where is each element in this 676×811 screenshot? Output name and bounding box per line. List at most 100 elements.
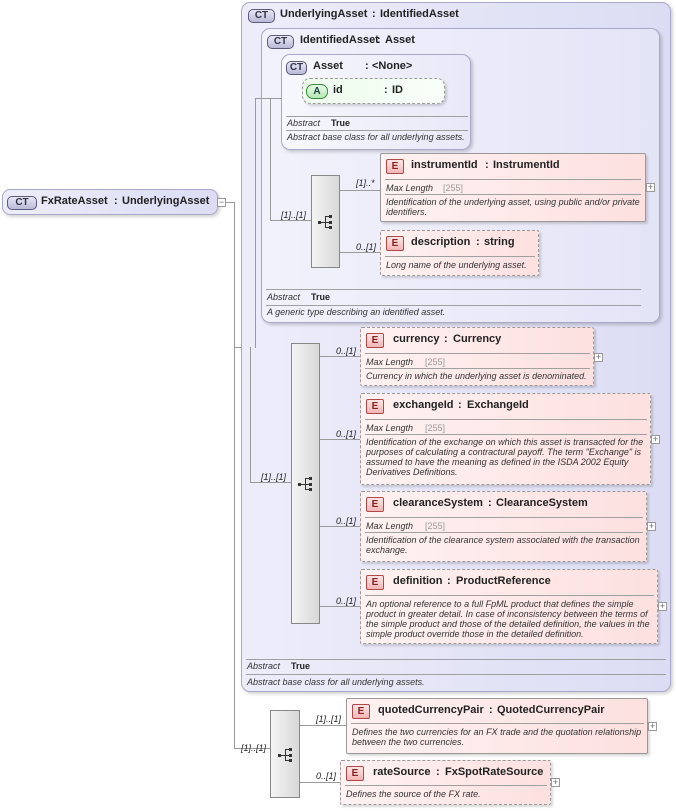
element-currency[interactable]: E currency : Currency Max Length [255] C… xyxy=(360,327,594,386)
element-icon: E xyxy=(366,333,384,348)
sequence-compositor[interactable] xyxy=(311,175,340,268)
abstract-label: Abstract xyxy=(267,292,301,302)
facet-value: [255] xyxy=(443,183,464,193)
facet-label: Max Length xyxy=(366,423,414,433)
root-name: FxRateAsset xyxy=(41,195,108,207)
divider xyxy=(286,130,468,131)
facet-value: [255] xyxy=(425,357,446,367)
element-icon: E xyxy=(386,236,404,251)
element-desc-text: Long name of the underlying asset. xyxy=(386,260,527,270)
element-name: currency xyxy=(393,333,440,345)
element-description: Defines the source of the FX rate. xyxy=(346,789,481,799)
divider xyxy=(365,368,590,369)
type-separator: : xyxy=(458,399,462,411)
element-multiplicity: 0..[1] xyxy=(336,596,357,606)
expand-icon[interactable]: + xyxy=(551,777,560,787)
element-icon: E xyxy=(366,497,384,512)
connector-line xyxy=(234,748,270,749)
element-multiplicity: 0..[1] xyxy=(336,346,357,356)
element-multiplicity: 0..[1] xyxy=(336,516,357,526)
facet-label: Max Length xyxy=(366,521,414,531)
element-type: ClearanceSystem xyxy=(496,497,588,509)
asset-base-type: <None> xyxy=(372,60,413,72)
expand-icon[interactable]: + xyxy=(651,434,660,444)
element-clearancesystem[interactable]: E clearanceSystem : ClearanceSystem Max … xyxy=(360,491,647,562)
abstract-label: Abstract xyxy=(247,661,281,671)
element-multiplicity: [1]..* xyxy=(356,178,375,188)
element-name: quotedCurrencyPair xyxy=(378,704,484,716)
root-complex-type[interactable]: CT FxRateAsset : UnderlyingAsset xyxy=(2,189,218,215)
type-separator: : xyxy=(485,159,489,171)
connector-line xyxy=(218,202,234,203)
type-separator: : xyxy=(384,84,388,96)
element-multiplicity: [1]..[1] xyxy=(316,714,342,724)
element-icon: E xyxy=(386,159,404,174)
underlying-asset-name: UnderlyingAsset xyxy=(280,8,368,20)
type-separator: : xyxy=(372,8,376,20)
connector-line xyxy=(320,526,360,527)
element-description: Identification of the exchange on which … xyxy=(366,437,644,477)
element-name: description xyxy=(411,236,471,248)
expand-icon[interactable]: + xyxy=(648,721,657,731)
identified-asset-name: IdentifiedAsset xyxy=(300,34,379,46)
expand-icon[interactable]: + xyxy=(647,521,656,531)
type-separator: : xyxy=(444,333,448,345)
attribute-name: id xyxy=(333,84,343,96)
element-type: ExchangeId xyxy=(467,399,529,411)
type-separator: : xyxy=(365,60,369,72)
asset-name: Asset xyxy=(313,60,343,72)
divider xyxy=(351,723,644,724)
element-name: clearanceSystem xyxy=(393,497,483,509)
expand-icon[interactable]: + xyxy=(658,601,667,611)
divider xyxy=(385,256,535,257)
element-icon: E xyxy=(366,575,384,590)
element-icon: E xyxy=(352,704,370,719)
element-type: ProductReference xyxy=(456,575,551,587)
connector-line xyxy=(340,252,380,253)
sequence-compositor[interactable] xyxy=(291,343,320,624)
element-ratesource[interactable]: E rateSource : FxSpotRateSource Defines … xyxy=(340,760,551,805)
type-separator: : xyxy=(114,195,118,207)
connector-line xyxy=(270,220,311,221)
sequence-compositor[interactable] xyxy=(270,710,300,798)
sequence-icon xyxy=(278,748,292,762)
attribute-icon: A xyxy=(306,84,328,99)
element-quotedcurrencypair[interactable]: E quotedCurrencyPair : QuotedCurrencyPai… xyxy=(346,698,648,754)
expand-icon[interactable]: + xyxy=(646,182,655,192)
expand-icon[interactable]: + xyxy=(594,352,603,362)
connector-line xyxy=(255,98,256,348)
element-exchangeid[interactable]: E exchangeId : ExchangeId Max Length [25… xyxy=(360,393,651,485)
facet-label: Max Length xyxy=(366,357,414,367)
ct-icon: CT xyxy=(7,196,37,210)
abstract-label: Abstract xyxy=(287,118,321,128)
attribute-id[interactable]: A id : ID xyxy=(302,78,445,104)
element-name: instrumentId xyxy=(411,159,478,171)
underlying-asset-description: Abstract base class for all underlying a… xyxy=(247,677,425,687)
connector-line xyxy=(255,98,281,99)
connector-line xyxy=(320,439,360,440)
facet-label: Max Length xyxy=(386,183,434,193)
facet-value: [255] xyxy=(425,423,446,433)
identified-asset-description: A generic type describing an identified … xyxy=(267,307,446,317)
connector-line xyxy=(234,202,235,748)
collapse-icon[interactable]: − xyxy=(217,197,226,207)
type-separator: : xyxy=(489,704,493,716)
element-description: Identification of the clearance system a… xyxy=(366,535,640,555)
element-definition[interactable]: E definition : ProductReference An optio… xyxy=(360,569,658,644)
element-instrumentid[interactable]: E instrumentId : InstrumentId Max Length… xyxy=(380,153,646,222)
element-type: InstrumentId xyxy=(493,159,560,171)
ct-icon: CT xyxy=(248,9,275,23)
divider xyxy=(385,194,641,195)
type-separator: : xyxy=(447,575,451,587)
connector-line xyxy=(340,190,380,191)
type-separator: : xyxy=(476,236,480,248)
divider xyxy=(365,353,590,354)
connector-line xyxy=(300,725,346,726)
facet-value: [255] xyxy=(425,521,446,531)
connector-line xyxy=(320,356,360,357)
ct-icon: CT xyxy=(267,35,294,49)
element-icon: E xyxy=(366,399,384,414)
element-multiplicity: 0..[1] xyxy=(356,242,377,252)
element-description[interactable]: E description : string Long name of the … xyxy=(380,230,539,276)
asset-description: Abstract base class for all underlying a… xyxy=(287,132,465,142)
